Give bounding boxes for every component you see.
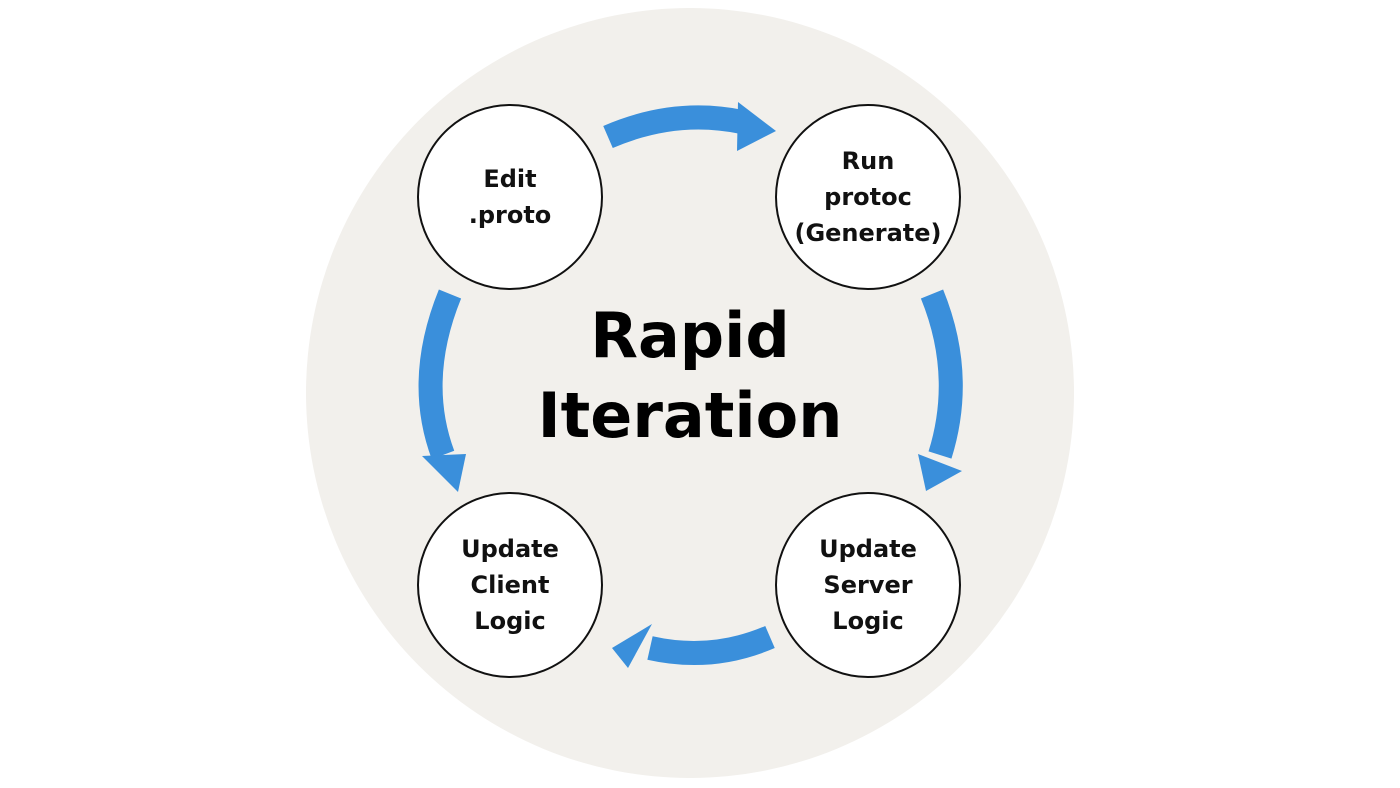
arrow-left-cycle-icon [418,289,466,492]
node-run-protoc: Run protoc (Generate) [775,104,961,290]
node-edit-proto-label: Edit .proto [468,165,552,229]
arrow-edit-to-run-icon [603,102,776,151]
center-title: Rapid Iteration [537,299,843,452]
node-update-server-label: Update Server Logic [819,535,917,635]
node-update-server: Update Server Logic [775,492,961,678]
node-edit-proto: Edit .proto [417,104,603,290]
node-update-client: Update Client Logic [417,492,603,678]
arrow-server-to-client-icon [612,624,775,668]
node-update-client-label: Update Client Logic [461,535,559,635]
node-run-protoc-label: Run protoc (Generate) [794,147,942,247]
arrow-run-to-server-icon [918,289,963,491]
